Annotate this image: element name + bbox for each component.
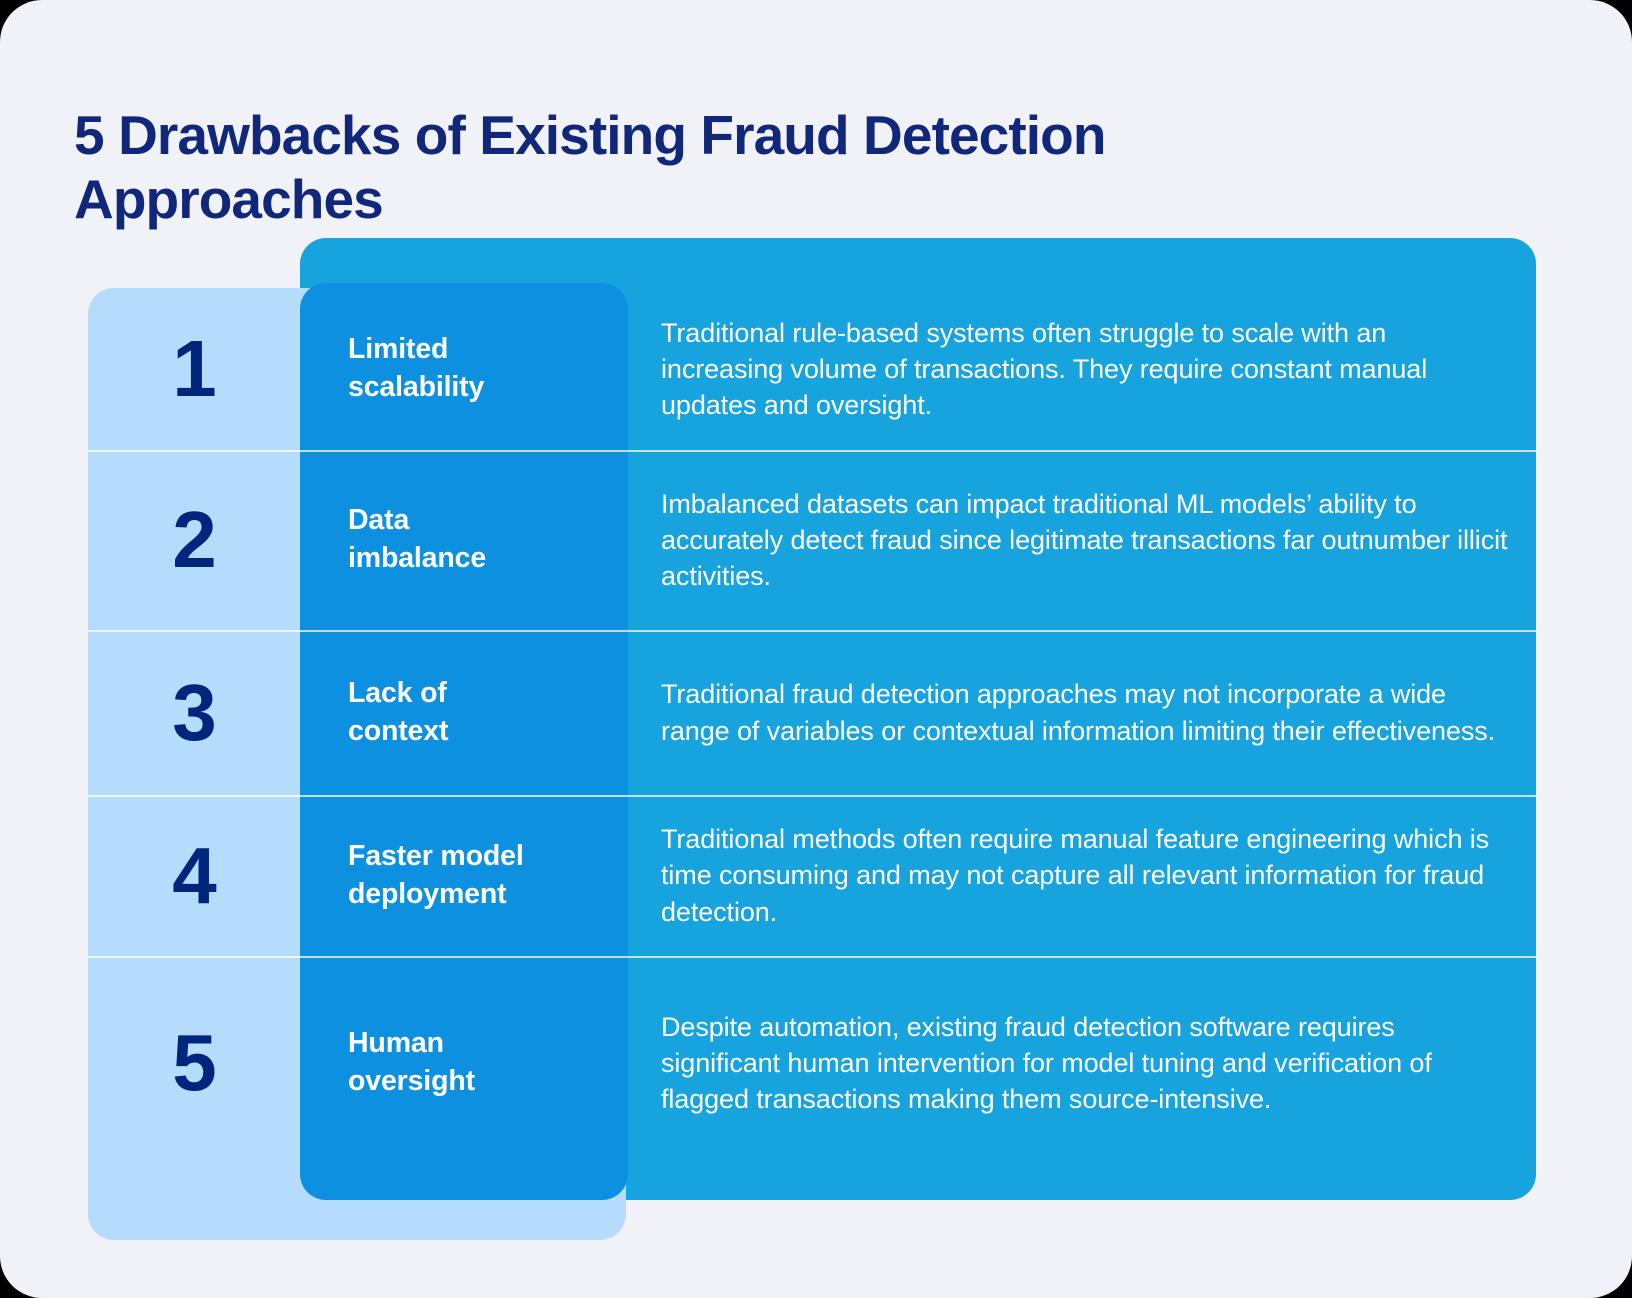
row-number: 5 bbox=[172, 1018, 217, 1107]
row-description: Despite automation, existing fraud detec… bbox=[661, 1011, 1432, 1115]
row-heading: Limited scalability bbox=[348, 333, 485, 403]
heading-panel-background bbox=[300, 283, 628, 1200]
table-row: 5 Human oversight Despite automation, ex… bbox=[88, 956, 1536, 1170]
row-number: 2 bbox=[172, 495, 217, 584]
table-row: 3 Lack of context Traditional fraud dete… bbox=[88, 630, 1536, 795]
row-heading: Faster model deployment bbox=[348, 839, 524, 910]
row-heading: Data imbalance bbox=[348, 504, 487, 574]
row-number: 4 bbox=[172, 830, 217, 920]
row-number: 1 bbox=[172, 324, 217, 413]
table-row: 4 Faster model deployment Traditional me… bbox=[88, 795, 1536, 956]
page-title: 5 Drawbacks of Existing Fraud Detection … bbox=[74, 103, 1106, 231]
row-heading: Human oversight bbox=[348, 1027, 475, 1097]
row-number: 3 bbox=[172, 667, 217, 757]
drawbacks-list: 1 Limited scalability Traditional rule-b… bbox=[88, 288, 1536, 1240]
row-description: Traditional rule-based systems often str… bbox=[661, 317, 1428, 421]
row-description: Imbalanced datasets can impact tradition… bbox=[661, 488, 1508, 592]
table-row: 2 Data imbalance Imbalanced datasets can… bbox=[88, 450, 1536, 630]
row-heading: Lack of context bbox=[348, 676, 449, 747]
row-description: Traditional fraud detection approaches m… bbox=[661, 679, 1496, 746]
table-row: 1 Limited scalability Traditional rule-b… bbox=[88, 288, 1536, 450]
row-description: Traditional methods often require manual… bbox=[661, 824, 1490, 927]
